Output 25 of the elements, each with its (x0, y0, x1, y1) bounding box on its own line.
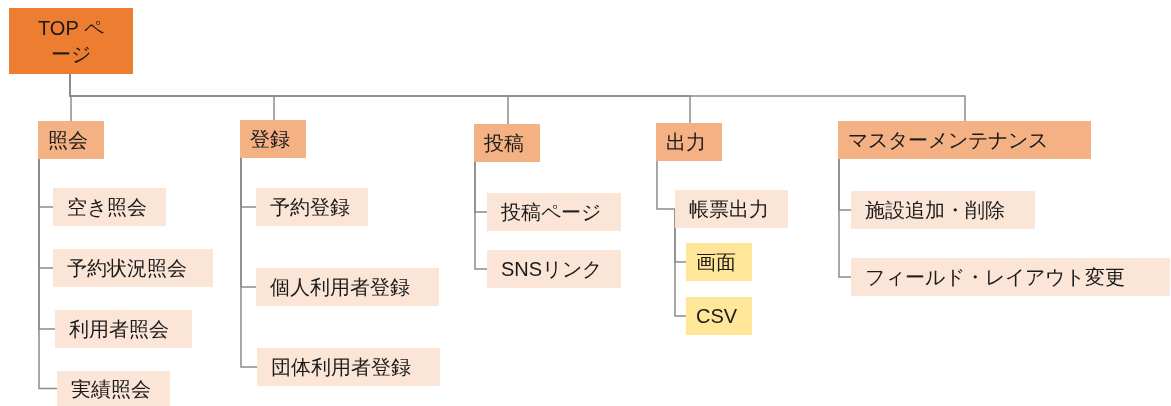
page-box: SNSリンク (487, 250, 621, 288)
category-box: 照会 (38, 121, 104, 159)
format-box: 画面 (686, 243, 752, 281)
connector-line (240, 157, 258, 368)
page-box: 予約状況照会 (53, 249, 213, 287)
page-box: 個人利用者登録 (256, 268, 439, 306)
page-box: 投稿ページ (487, 193, 621, 231)
page-box: 施設追加・削除 (851, 191, 1035, 229)
category-box: 投稿 (474, 124, 540, 162)
page-box: フィールド・レイアウト変更 (851, 258, 1170, 296)
category-box: 登録 (240, 120, 306, 158)
page-box: 空き照会 (53, 188, 166, 226)
connector-line (38, 158, 58, 390)
connector-line (474, 161, 488, 270)
category-box: マスターメンテナンス (838, 121, 1091, 159)
format-box: CSV (686, 297, 752, 335)
category-box: 出力 (656, 123, 722, 161)
root-page-box: TOP ページ (9, 8, 133, 74)
connector-line (656, 160, 676, 210)
page-box: 帳票出力 (675, 190, 788, 228)
connector-line (838, 158, 852, 278)
page-box: 団体利用者登録 (257, 348, 440, 386)
page-box: 利用者照会 (55, 310, 192, 348)
page-box: 予約登録 (256, 188, 368, 226)
page-box: 実績照会 (57, 371, 170, 406)
